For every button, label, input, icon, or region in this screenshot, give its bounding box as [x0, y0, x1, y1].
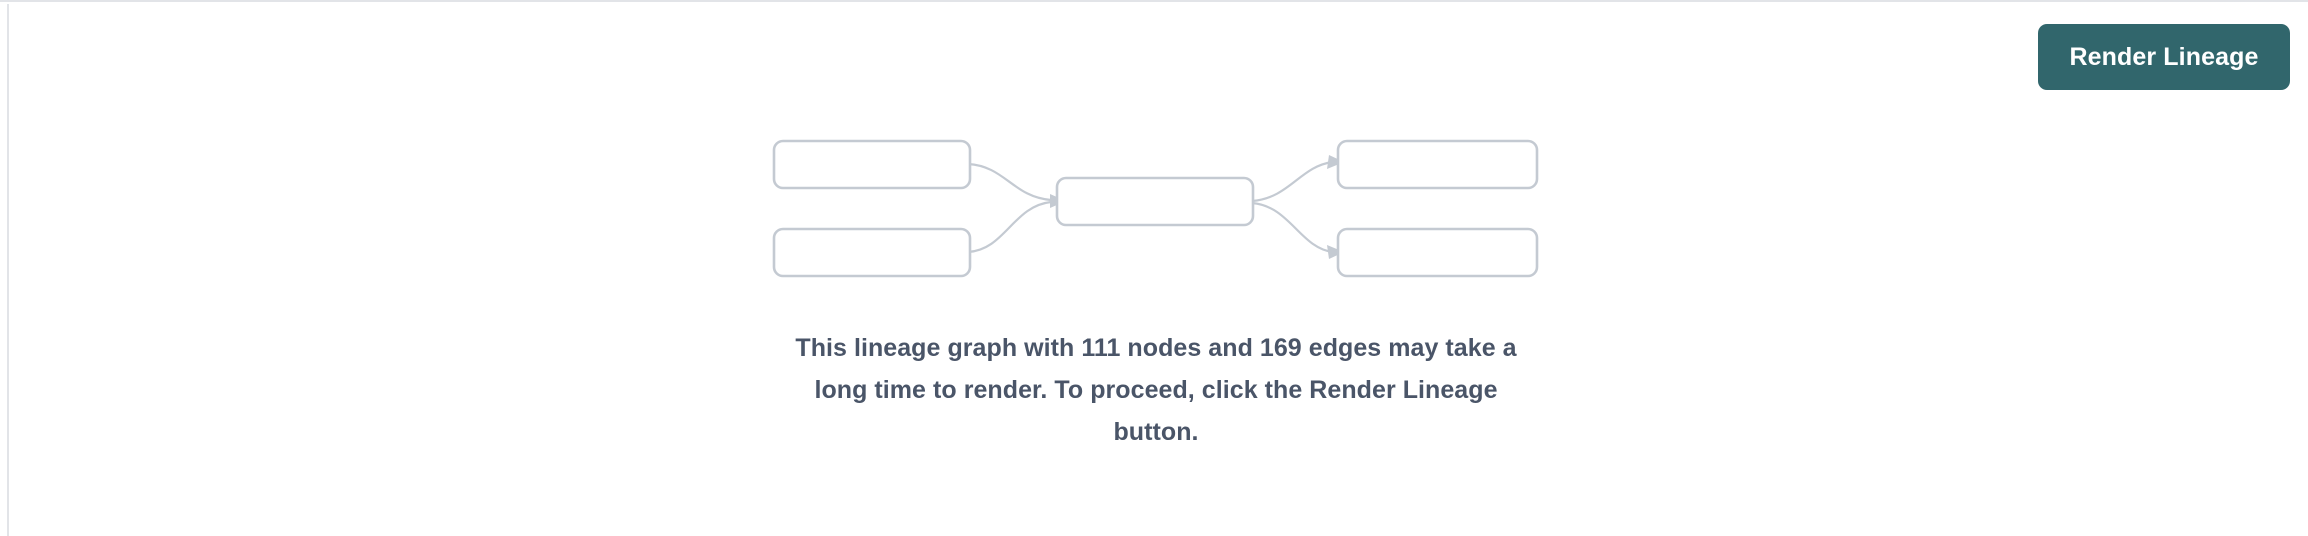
left-divider	[7, 4, 9, 536]
graph-node-focus[interactable]	[1055, 176, 1255, 227]
edge-arrowhead-into-downstream-1	[1327, 155, 1344, 169]
graph-node-upstream-1[interactable]	[772, 139, 972, 190]
lineage-warning-message: This lineage graph with 111 nodes and 16…	[795, 334, 1517, 446]
edge-upstream-2-to-focus	[967, 200, 1052, 254]
render-lineage-button[interactable]: Render Lineage	[2038, 24, 2290, 90]
edge-focus-to-downstream-2	[1251, 201, 1334, 254]
graph-node-upstream-2[interactable]	[772, 227, 972, 278]
graph-node-downstream-1[interactable]	[1336, 139, 1539, 190]
graph-node-downstream-2[interactable]	[1336, 227, 1539, 278]
placeholder-lineage-graph	[755, 132, 1555, 282]
edge-arrowhead-into-downstream-2	[1327, 245, 1344, 259]
edge-focus-to-downstream-1	[1251, 160, 1334, 203]
edge-upstream-1-to-focus	[967, 162, 1052, 202]
